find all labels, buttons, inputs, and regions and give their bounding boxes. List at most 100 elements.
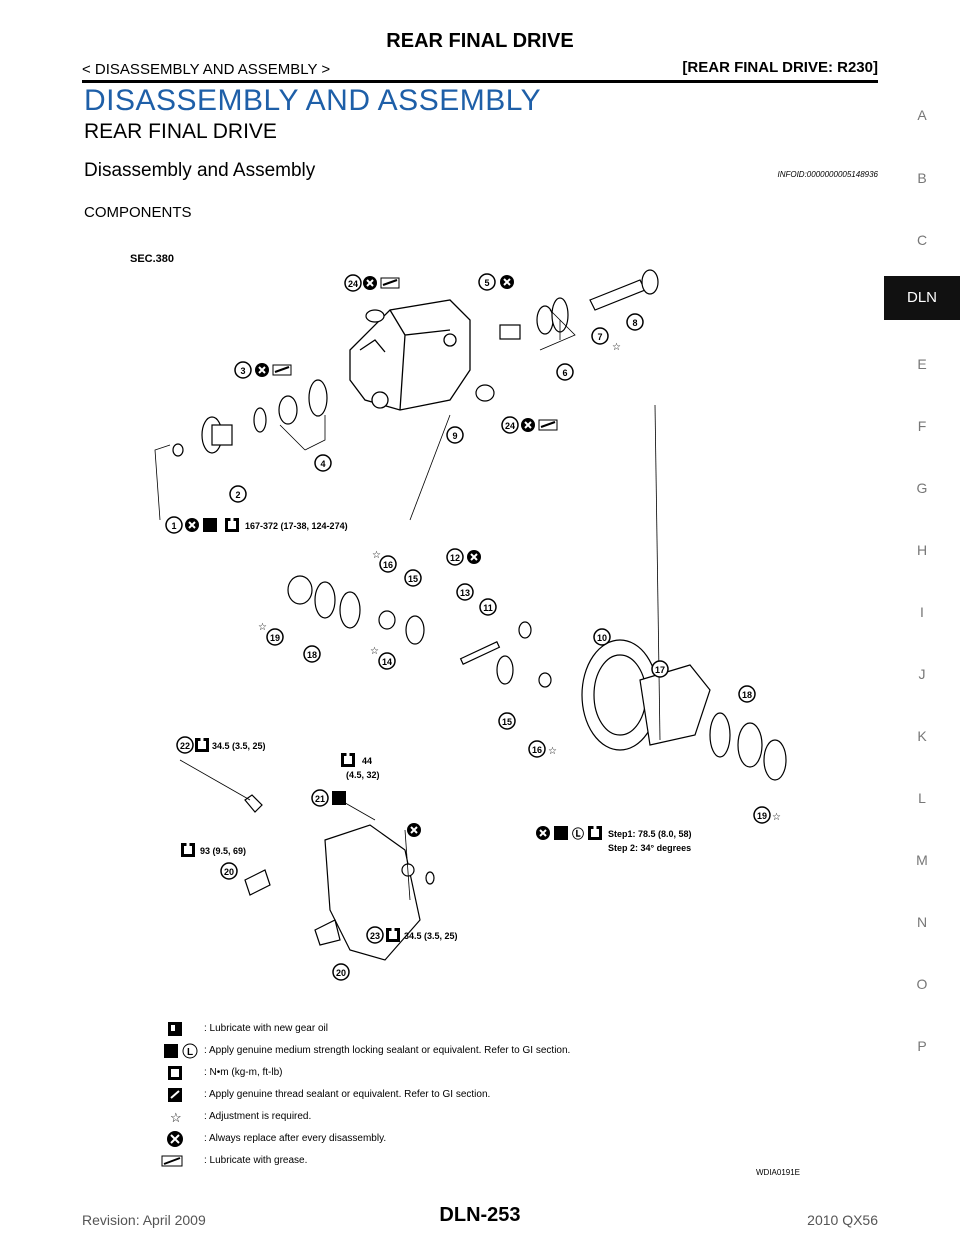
svg-text:10: 10	[597, 633, 607, 643]
info-id: INFOID:0000000005148936	[777, 170, 878, 179]
svg-text:7: 7	[597, 332, 602, 342]
callout-22: 22 34.5 (3.5, 25)	[176, 736, 266, 754]
torque-icon	[168, 1066, 182, 1080]
torque-22-label: 34.5 (3.5, 25)	[212, 741, 266, 751]
gear-oil-icon	[168, 1022, 182, 1036]
thread-sealant-icon	[168, 1088, 182, 1102]
sidebar-item-p[interactable]: P	[917, 1038, 927, 1054]
sidebar-item-f[interactable]: F	[917, 418, 927, 434]
callout-11: 11	[479, 598, 497, 616]
svg-text:18: 18	[742, 690, 752, 700]
svg-text:6: 6	[562, 368, 567, 378]
svg-text:9: 9	[452, 431, 457, 441]
footer-model: 2010 QX56	[807, 1212, 878, 1228]
sealant-l-icon: L	[164, 1043, 198, 1059]
callout-19-left: ☆19	[258, 622, 284, 646]
header-rule	[82, 80, 878, 83]
callout-15-top: 15	[404, 569, 422, 587]
svg-text:16: 16	[383, 560, 393, 570]
callout-3: 3	[234, 361, 292, 379]
svg-text:8: 8	[632, 318, 637, 328]
callout-24-bottom: 24	[501, 416, 558, 434]
final-drive-carrier	[349, 299, 471, 411]
sidebar-item-a[interactable]: A	[917, 107, 927, 123]
callout-step-torque: Ⓛ Step1: 78.5 (8.0, 58) Step 2: 34° degr…	[535, 825, 692, 853]
callout-8: 8	[626, 313, 644, 331]
callout-2: 2	[229, 485, 247, 503]
callout-5: 5	[478, 273, 515, 291]
drive-pinion	[365, 269, 659, 402]
svg-text:15: 15	[502, 717, 512, 727]
differential-assembly	[287, 575, 787, 781]
sidebar-item-i[interactable]: I	[920, 604, 924, 620]
svg-text:☆: ☆	[370, 646, 379, 657]
sidebar-item-c[interactable]: C	[916, 232, 928, 248]
svg-text:L: L	[187, 1047, 193, 1058]
callout-19-right: 19 ☆	[753, 806, 781, 824]
torque-93-label: 93 (9.5, 69)	[200, 846, 246, 856]
torque-44-label-a: 44	[362, 756, 372, 766]
callout-18-right: 18	[738, 685, 756, 703]
svg-text:☆: ☆	[170, 1110, 182, 1125]
callout-20-left: 20	[220, 862, 238, 880]
callout-16-top: ☆16	[372, 550, 397, 573]
sidebar-item-l[interactable]: L	[918, 790, 926, 806]
section-title: DISASSEMBLY AND ASSEMBLY	[84, 84, 542, 117]
star-icon: ☆	[170, 1110, 182, 1125]
callout-13: 13	[456, 583, 474, 601]
section-tag: [REAR FINAL DRIVE: R230]	[682, 59, 878, 76]
callout-21: 21	[311, 789, 346, 807]
svg-text:20: 20	[224, 867, 234, 877]
sidebar-item-b[interactable]: B	[917, 170, 927, 186]
svg-text:2: 2	[235, 490, 240, 500]
sidebar-item-g[interactable]: G	[916, 480, 928, 496]
svg-text:20: 20	[336, 968, 346, 978]
sidebar-item-o[interactable]: O	[916, 976, 928, 992]
callout-20-bottom: 20	[332, 963, 350, 981]
rear-cover	[244, 794, 435, 961]
companion-flange	[172, 379, 328, 457]
step2-label: Step 2: 34° degrees	[608, 843, 691, 853]
sidebar-item-m[interactable]: M	[916, 852, 928, 868]
torque-23-label: 34.5 (3.5, 25)	[404, 931, 458, 941]
svg-text:22: 22	[180, 741, 190, 751]
svg-text:21: 21	[315, 794, 325, 804]
sidebar-item-h[interactable]: H	[916, 542, 928, 558]
breadcrumb: < DISASSEMBLY AND ASSEMBLY >	[82, 61, 331, 78]
sidebar-item-k[interactable]: K	[917, 728, 927, 744]
callout-12: 12	[446, 548, 482, 566]
svg-text:18: 18	[307, 650, 317, 660]
sidebar-item-dln[interactable]: DLN	[884, 276, 960, 320]
leader-lines	[154, 309, 661, 901]
sidebar-item-n[interactable]: N	[916, 914, 928, 930]
callout-14: ☆14	[370, 646, 396, 670]
components-diagram: SEC.380	[130, 240, 800, 981]
svg-text:23: 23	[370, 931, 380, 941]
svg-text:13: 13	[460, 588, 470, 598]
sidebar-item-j[interactable]: J	[918, 666, 926, 682]
sidebar-item-e[interactable]: E	[917, 356, 927, 372]
svg-text:☆: ☆	[772, 812, 781, 823]
callout-9: 9	[446, 426, 464, 444]
svg-text:15: 15	[408, 574, 418, 584]
svg-text:3: 3	[240, 366, 245, 376]
callout-23: 23 34.5 (3.5, 25)	[366, 926, 458, 944]
torque-1-label: 167-372 (17-38, 124-274)	[245, 521, 348, 531]
svg-text:☆: ☆	[372, 550, 381, 561]
subsection-title: REAR FINAL DRIVE	[84, 120, 277, 143]
svg-text:16: 16	[532, 745, 542, 755]
svg-text:24: 24	[348, 279, 358, 289]
callout-15-bottom: 15	[498, 712, 516, 730]
callout-16-bottom: 16☆	[528, 740, 557, 758]
svg-text:☆: ☆	[612, 342, 621, 353]
svg-text:19: 19	[270, 633, 280, 643]
svg-text:19: 19	[757, 811, 767, 821]
figure-id: WDIA0191E	[756, 1168, 801, 1177]
callout-10: 10	[593, 628, 611, 646]
step1-label: Step1: 78.5 (8.0, 58)	[608, 829, 692, 839]
grease-icon	[161, 1155, 183, 1167]
callout-x-standalone	[406, 822, 422, 838]
torque-44-label-b: (4.5, 32)	[346, 770, 380, 780]
page-header-title: REAR FINAL DRIVE	[386, 30, 574, 52]
procedure-title: Disassembly and Assembly	[84, 160, 316, 181]
